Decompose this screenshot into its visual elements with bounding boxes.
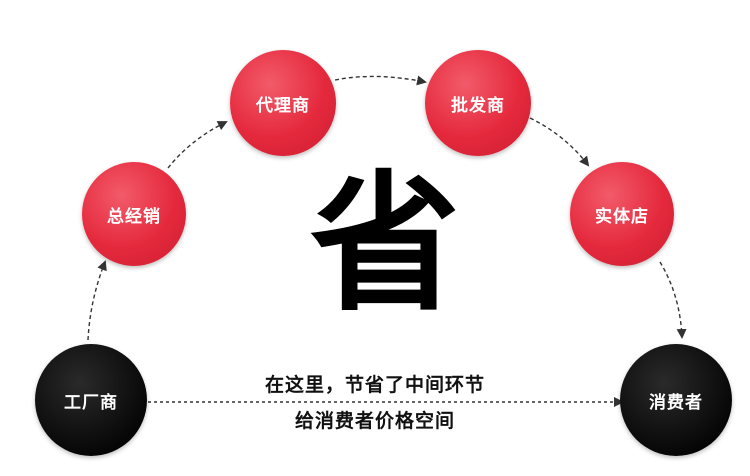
node-agent-label: 代理商 bbox=[256, 95, 310, 116]
node-consumer-label: 消费者 bbox=[649, 392, 703, 413]
node-wholesaler-label: 批发商 bbox=[451, 95, 505, 116]
caption-line-1: 在这里，节省了中间环节 bbox=[264, 374, 485, 396]
node-general-distributor-label: 总经销 bbox=[107, 206, 161, 227]
arrow-wholesaler-to-retail-store bbox=[529, 117, 590, 167]
node-retail-store: 实体店 bbox=[570, 162, 674, 266]
caption-line-2: 给消费者价格空间 bbox=[294, 410, 455, 432]
node-wholesaler: 批发商 bbox=[425, 50, 531, 156]
arrow-general-distributor-to-agent bbox=[167, 121, 228, 169]
arrow-retail-store-to-consumer bbox=[659, 261, 687, 339]
node-factory-label: 工厂商 bbox=[64, 392, 118, 413]
node-retail-store-label: 实体店 bbox=[595, 206, 649, 227]
node-agent: 代理商 bbox=[230, 50, 336, 156]
node-consumer: 消费者 bbox=[620, 344, 732, 456]
node-factory: 工厂商 bbox=[35, 344, 147, 456]
arrow-agent-to-wholesaler bbox=[334, 75, 427, 86]
arrow-factory-to-general-distributor bbox=[87, 260, 107, 341]
center-character: 省 bbox=[309, 158, 460, 332]
node-general-distributor: 总经销 bbox=[82, 162, 186, 266]
